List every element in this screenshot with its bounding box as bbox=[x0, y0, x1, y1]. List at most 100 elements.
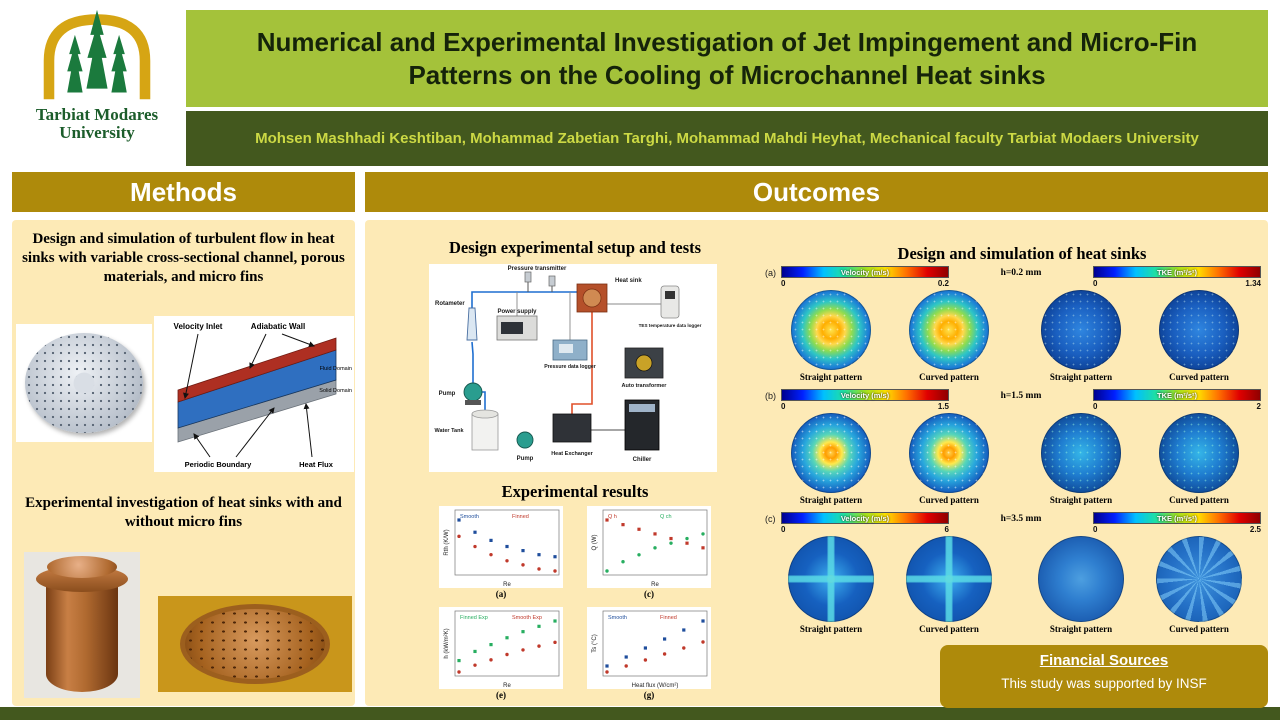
velocity-contour-straight bbox=[791, 413, 871, 493]
velocity-contour-curved bbox=[906, 536, 992, 622]
contour-label: Straight pattern bbox=[799, 372, 863, 382]
rotameter-icon bbox=[466, 307, 478, 341]
colorbar-gradient: Velocity (m/s) bbox=[781, 266, 949, 278]
auto-transformer-dial bbox=[635, 354, 653, 372]
colorbar-max: 1.34 bbox=[1245, 279, 1261, 288]
pump-base-1 bbox=[465, 400, 481, 405]
logo-tree-center bbox=[86, 9, 108, 89]
label-chiller: Chiller bbox=[633, 457, 652, 463]
microfin-disk-photo bbox=[158, 596, 352, 692]
colorbar-title: Velocity (m/s) bbox=[840, 513, 890, 523]
tube-heatsink-exchanger bbox=[571, 312, 593, 414]
svg-text:h (kW/m²K): h (kW/m²K) bbox=[444, 628, 450, 658]
contour-row-c: Straight pattern Curved pattern Straight… bbox=[775, 536, 1261, 634]
contour-label: Straight pattern bbox=[1049, 624, 1113, 634]
svg-text:Q ch: Q ch bbox=[660, 514, 672, 520]
logo-text: Tarbiat Modares University bbox=[36, 106, 158, 142]
logo-tree-right bbox=[111, 34, 127, 93]
colorbar-gradient: TKE (m²/s²) bbox=[1093, 266, 1261, 278]
row-c-caption: (c) bbox=[765, 514, 776, 524]
periodic-arrow-2 bbox=[235, 407, 275, 458]
velocity-contour-curved bbox=[909, 413, 989, 493]
contour-row-a: Straight pattern Curved pattern Straight… bbox=[775, 290, 1261, 382]
wall-shape bbox=[177, 337, 337, 403]
financial-sources-box: Financial Sources This study was support… bbox=[940, 645, 1268, 708]
contour-cell: Curved pattern bbox=[1143, 413, 1255, 505]
label-pump-2: Pump bbox=[517, 456, 534, 462]
logo-text-line2: University bbox=[59, 122, 135, 142]
cad-disk-render bbox=[25, 333, 143, 433]
methods-section-header: Methods bbox=[12, 172, 355, 212]
tke-contour-straight bbox=[1041, 290, 1121, 370]
pump-icon-2 bbox=[516, 431, 534, 449]
contour-cell: Straight pattern bbox=[1025, 290, 1137, 382]
bottom-strip bbox=[0, 707, 1280, 720]
chiller-panel bbox=[629, 404, 655, 412]
adiabatic-wall-label: Adiabatic Wall bbox=[251, 322, 305, 331]
label-tes-logger: TES temperature data logger bbox=[639, 323, 702, 328]
setup-heading: Design experimental setup and tests bbox=[448, 238, 702, 257]
contour-label: Straight pattern bbox=[799, 495, 863, 505]
microfin-disk bbox=[180, 604, 330, 684]
contour-cell: Curved pattern bbox=[1143, 536, 1255, 634]
svg-text:Smooth Exp: Smooth Exp bbox=[512, 615, 542, 621]
colorbar-title: TKE (m²/s²) bbox=[1157, 513, 1197, 523]
tes-logger-screen bbox=[665, 291, 675, 299]
label-heat-sink: Heat sink bbox=[615, 278, 642, 284]
water-tank-icon bbox=[471, 413, 499, 451]
colorbar-max: 2 bbox=[1256, 402, 1261, 411]
contour-label: Straight pattern bbox=[799, 624, 863, 634]
contour-cell: Curved pattern bbox=[893, 290, 1005, 382]
svg-text:Re: Re bbox=[651, 582, 659, 588]
colorbar-max: 6 bbox=[944, 525, 949, 534]
contour-cell: Straight pattern bbox=[775, 536, 887, 634]
svg-text:Finned: Finned bbox=[660, 615, 677, 621]
contour-label: Straight pattern bbox=[1049, 495, 1113, 505]
plot-a-caption: (a) bbox=[495, 589, 507, 599]
simulation-domain-diagram: Velocity Inlet Adiabatic Wall Periodic B… bbox=[174, 322, 352, 469]
contour-cell: Straight pattern bbox=[775, 290, 887, 382]
periodic-boundary-label: Periodic Boundary bbox=[185, 460, 253, 469]
colorbar-title: TKE (m²/s²) bbox=[1157, 390, 1197, 400]
label-power-supply: Power supply bbox=[497, 309, 537, 315]
colorbar-min: 0 bbox=[1093, 279, 1098, 288]
tke-colorbar-a: TKE (m²/s²) 0 1.34 bbox=[1093, 266, 1261, 288]
methods-paragraph-1: Design and simulation of turbulent flow … bbox=[22, 231, 345, 285]
contour-label: Curved pattern bbox=[1169, 372, 1229, 382]
plot-e-caption: (e) bbox=[496, 690, 506, 700]
gap-height-label-a: h=0.2 mm bbox=[1000, 268, 1042, 278]
plot-g-caption: (g) bbox=[643, 690, 655, 700]
contour-label: Curved pattern bbox=[919, 495, 979, 505]
label-water-tank: Water Tank bbox=[434, 428, 464, 434]
water-tank-top bbox=[471, 409, 499, 419]
colorbar-gradient: Velocity (m/s) bbox=[781, 389, 949, 401]
contour-cell: Straight pattern bbox=[1025, 536, 1137, 634]
heat-flux-label: Heat Flux bbox=[299, 460, 334, 469]
svg-text:Re: Re bbox=[503, 582, 511, 588]
fluid-domain-label: Fluid Domain bbox=[320, 366, 352, 372]
label-rotameter: Rotameter bbox=[435, 301, 465, 307]
colorbar-max: 0.2 bbox=[937, 279, 949, 288]
svg-text:Q (W): Q (W) bbox=[592, 535, 598, 551]
svg-text:Finned Exp: Finned Exp bbox=[460, 615, 488, 621]
label-pump-1: Pump bbox=[439, 391, 456, 397]
tke-contour-curved bbox=[1159, 413, 1239, 493]
colorbar-max: 1.5 bbox=[937, 402, 949, 411]
wall-arrow-2 bbox=[281, 333, 315, 348]
tes-logger-icon bbox=[660, 285, 680, 319]
simulation-heading: Design and simulation of heat sinks bbox=[897, 244, 1147, 263]
svg-text:Smooth: Smooth bbox=[608, 615, 627, 621]
